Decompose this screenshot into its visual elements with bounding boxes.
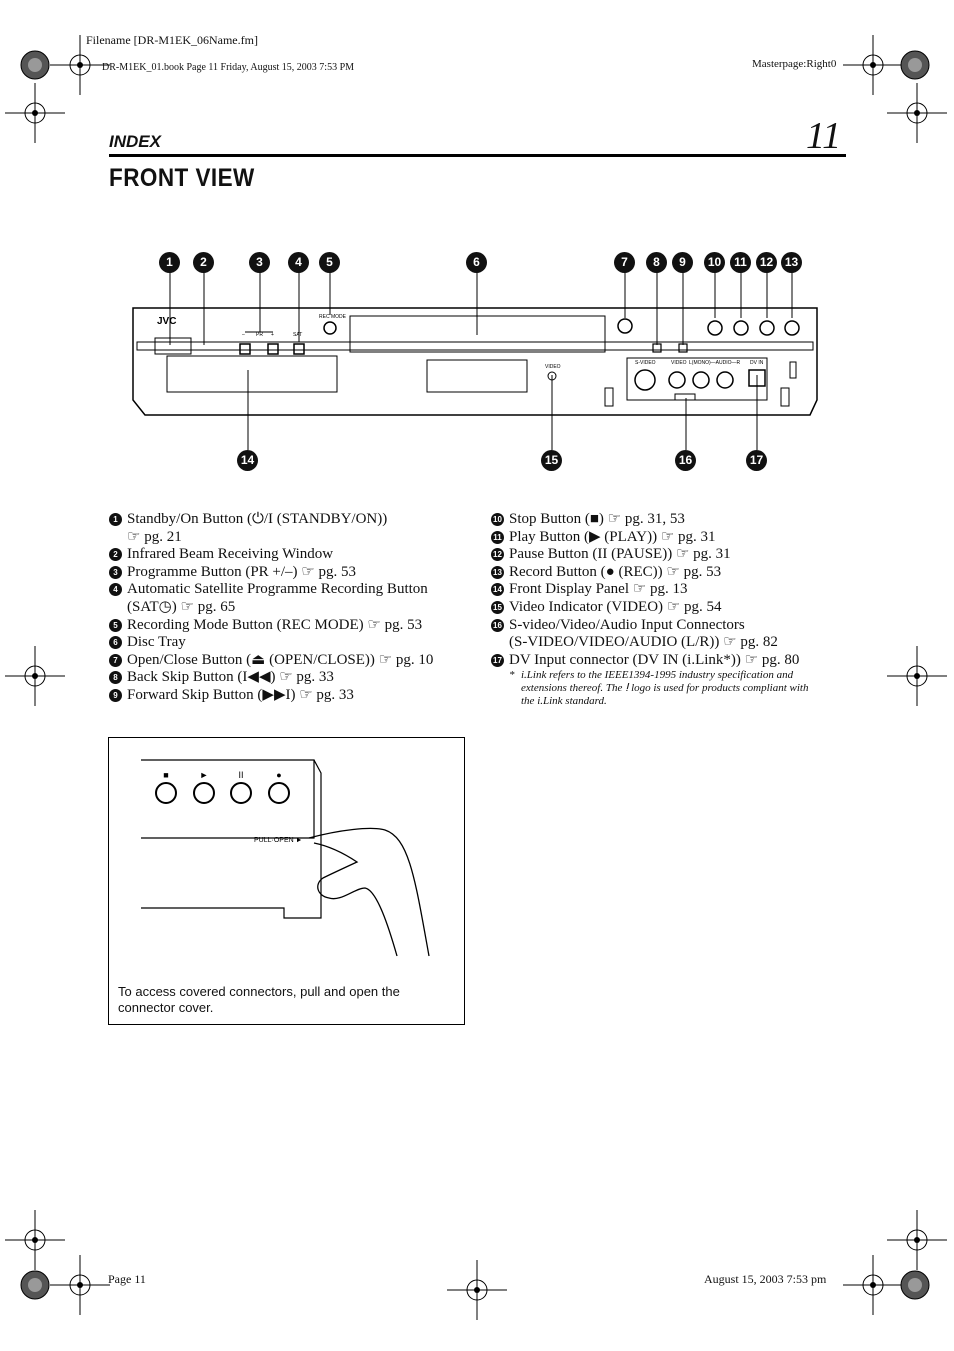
- callout-9: 9: [672, 252, 693, 273]
- filename-label: Filename [DR-M1EK_06Name.fm]: [86, 33, 258, 47]
- dv-in-label: DV IN: [750, 360, 764, 366]
- page-number: 11: [806, 115, 842, 157]
- rec-mode-label: REC MODE: [319, 314, 347, 320]
- dvd-recorder-body: [132, 307, 818, 416]
- callout-16: 16: [675, 450, 696, 471]
- footnote: * i.Link refers to the IEEE1394-1995 ind…: [509, 669, 809, 708]
- callout-11: 11: [730, 252, 751, 273]
- callout-15: 15: [541, 450, 562, 471]
- callout-2: 2: [193, 252, 214, 273]
- header-rule: [109, 154, 846, 157]
- callout-4: 4: [288, 252, 309, 273]
- callout-6: 6: [466, 252, 487, 273]
- page-title: FRONT VIEW: [109, 164, 255, 192]
- pr-plus-label: +: [271, 332, 274, 338]
- connector-cover-illustration: ■ ► II ● PULL·OPEN ►: [141, 759, 430, 957]
- play-icon: ►: [200, 770, 209, 780]
- callout-13: 13: [781, 252, 802, 273]
- front-view-diagram: JVC – PR + SAT REC MODE VIDEO S-VIDEO VI…: [132, 272, 818, 450]
- figure-caption: To access covered connectors, pull and o…: [118, 984, 400, 1015]
- masterpage-label: Masterpage:Right0: [752, 58, 837, 70]
- callout-7: 7: [614, 252, 635, 273]
- section-label: INDEX: [109, 132, 161, 151]
- video-indicator-label: VIDEO: [545, 364, 561, 370]
- pr-minus-label: –: [242, 332, 245, 338]
- pause-icon: II: [238, 770, 243, 780]
- callout-1: 1: [159, 252, 180, 273]
- callout-5: 5: [319, 252, 340, 273]
- pull-open-label: PULL·OPEN ►: [254, 837, 303, 844]
- s-video-label: S-VIDEO: [635, 360, 656, 366]
- book-info: DR-M1EK_01.book Page 11 Friday, August 1…: [102, 62, 355, 73]
- footer-date: August 15, 2003 7:53 pm: [704, 1272, 827, 1286]
- stop-icon: ■: [163, 770, 168, 780]
- audio-input-label: L(MONO)—AUDIO—R: [689, 360, 741, 366]
- callout-8: 8: [646, 252, 667, 273]
- footer-page: Page 11: [108, 1272, 146, 1286]
- callout-14: 14: [237, 450, 258, 471]
- connector-cover-figure: ■ ► II ● PULL·OPEN ► To access covered c…: [108, 737, 465, 1025]
- record-icon: ●: [276, 770, 281, 780]
- sat-label: SAT: [293, 332, 302, 338]
- callout-leaders: [169, 272, 793, 450]
- callout-17: 17: [746, 450, 767, 471]
- brand-logo: JVC: [157, 316, 176, 327]
- video-input-label: VIDEO: [671, 360, 687, 366]
- callout-12: 12: [756, 252, 777, 273]
- pr-label: PR: [256, 332, 263, 338]
- callout-10: 10: [704, 252, 725, 273]
- callout-3: 3: [249, 252, 270, 273]
